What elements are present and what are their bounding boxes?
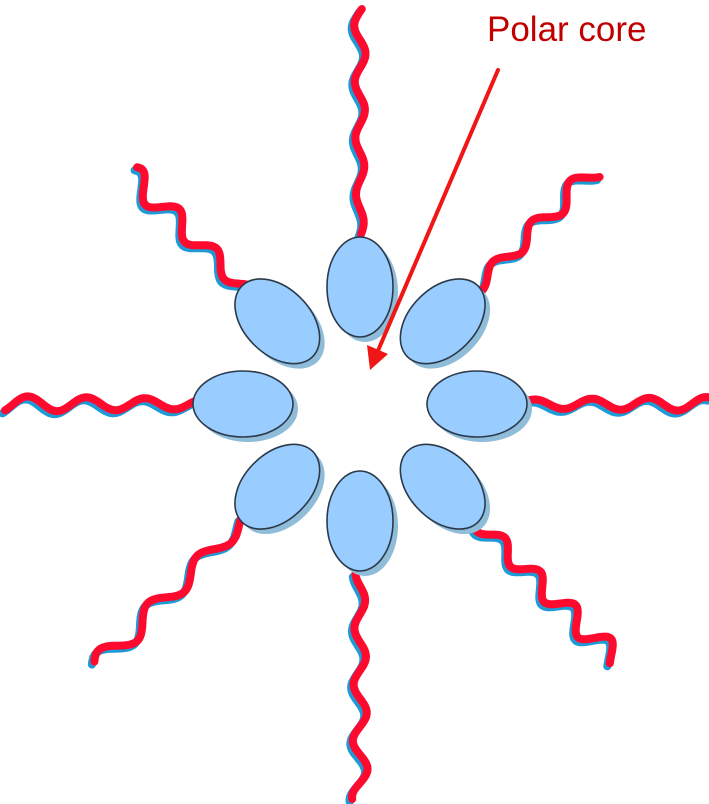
hydrophobic-tail: [478, 177, 599, 293]
polar-head: [193, 371, 293, 437]
hydrophobic-tail: [94, 518, 241, 661]
polar-head: [327, 471, 393, 571]
tail-shadow: [476, 180, 597, 296]
polar-core-label: Polar core: [487, 8, 647, 52]
hydrophobic-tails: [3, 9, 709, 802]
hydrophobic-tail: [474, 524, 613, 664]
polar-head: [327, 237, 393, 337]
hydrophobic-tail: [137, 167, 250, 285]
hydrophobic-tail: [510, 397, 709, 410]
tail-shadow: [135, 170, 248, 288]
polar-head: [427, 371, 527, 437]
